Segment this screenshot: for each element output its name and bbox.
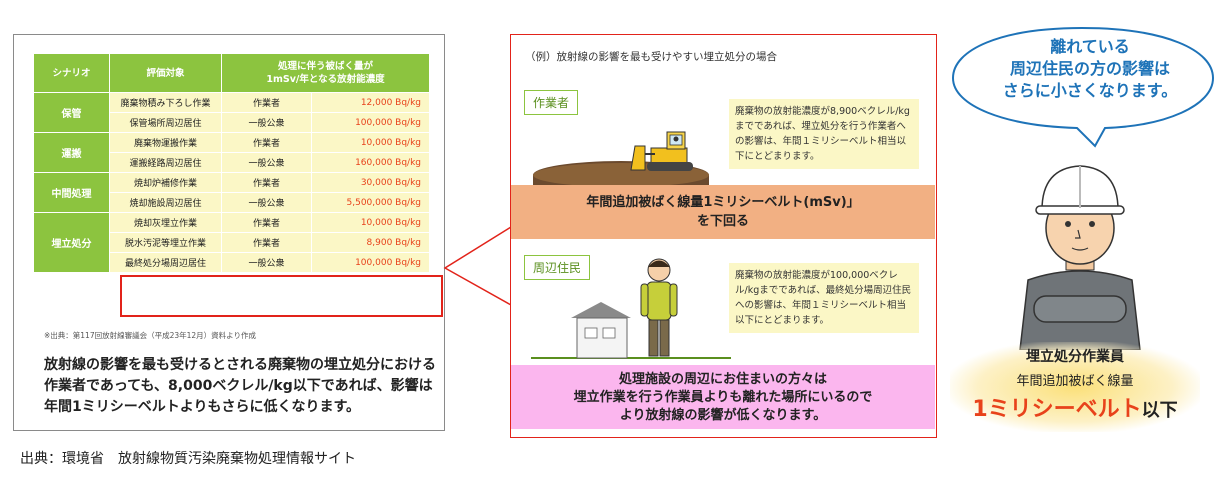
- kind-cell: 作業者: [221, 212, 312, 233]
- target-cell: 廃棄物運搬作業: [109, 132, 222, 153]
- callout-connector: [443, 226, 512, 306]
- table-row: 脱水汚泥等埋立作業 作業者 8,900 Bq/kg: [34, 232, 431, 253]
- target-cell: 脱水汚泥等埋立作業: [109, 232, 222, 253]
- table-row: 埋立処分 焼却灰埋立作業 作業者 10,000 Bq/kg: [33, 212, 431, 273]
- value-cell: 8,900 Bq/kg: [310, 232, 431, 253]
- caption-dose-value: 1ミリシーベルト: [972, 397, 1142, 422]
- footer-source: 出典：環境省 放射線物質汚染廃棄物処理情報サイト: [20, 451, 356, 467]
- table-row: 運搬 廃棄物運搬作業 作業者 10,000 Bq/kg: [33, 132, 431, 173]
- kind-cell: 一般公衆: [221, 152, 312, 173]
- resident-note: 廃棄物の放射能濃度が100,000ベクレル/kgまでであれば、最終処分場周辺住民…: [729, 263, 919, 333]
- target-cell: 焼却炉補修作業: [109, 172, 222, 193]
- target-cell: 保管場所周辺居住: [109, 112, 222, 133]
- worker-note: 廃棄物の放射能濃度が8,900ベクレル/kgまでであれば、埋立処分を行う作業者へ…: [729, 99, 919, 169]
- target-cell: 運搬経路周辺居住: [109, 152, 222, 173]
- value-cell: 10,000 Bq/kg: [310, 132, 431, 153]
- value-cell: 100,000 Bq/kg: [310, 252, 431, 273]
- left-panel: シナリオ 評価対象 処理に伴う被ばく量が 1mSv/年となる放射能濃度 保管 廃…: [13, 34, 445, 431]
- value-cell: 5,500,000 Bq/kg: [310, 192, 431, 213]
- dose-banner-line2: を下回る: [696, 214, 749, 229]
- target-cell: 最終処分場周辺居住: [109, 252, 222, 273]
- header-target: 評価対象: [109, 53, 222, 93]
- caption-dose-suffix: 以下: [1141, 400, 1178, 421]
- resident-tag: 周辺住民: [524, 255, 591, 280]
- landfill-bulldozer-illustration: [533, 131, 709, 190]
- scenario-table: シナリオ 評価対象 処理に伴う被ばく量が 1mSv/年となる放射能濃度 保管 廃…: [33, 53, 431, 273]
- caption-subtitle: 年間追加被ばく線量: [1016, 374, 1134, 389]
- residents-banner-line1: 処理施設の周辺にお住まいの方々は: [618, 372, 827, 387]
- value-cell: 100,000 Bq/kg: [310, 112, 431, 133]
- caption-title: 埋立処分作業員: [1026, 349, 1124, 365]
- speech-line2: 周辺住民の方の影響は: [1009, 59, 1170, 78]
- summary-text: 放射線の影響を最も受けるとされる廃棄物の埋立処分における作業者であっても、8,0…: [44, 357, 436, 415]
- residents-banner-line2: 埋立作業を行う作業員よりも離れた場所にいるので: [573, 390, 873, 405]
- dose-banner-line1: 年間追加被ばく線量1ミリシーベルト(mSv)」: [586, 195, 860, 210]
- source-note: ※出典：第117回放射線審議会（平成23年12月）資料より作成: [44, 331, 257, 340]
- value-cell: 10,000 Bq/kg: [310, 212, 431, 233]
- speech-line1: 離れている: [1050, 37, 1130, 56]
- target-cell: 焼却灰埋立作業: [109, 212, 222, 233]
- speech-bubble: [951, 26, 1215, 148]
- table-row: 最終処分場周辺居住 一般公衆 100,000 Bq/kg: [34, 252, 431, 273]
- worker-illustration: [1019, 165, 1141, 350]
- kind-cell: 作業者: [221, 92, 312, 113]
- value-cell: 30,000 Bq/kg: [310, 172, 431, 193]
- header-concentration-text: 処理に伴う被ばく量が 1mSv/年となる放射能濃度: [266, 61, 385, 85]
- example-panel: （例）放射線の影響を最も受けやすい埋立処分の場合 作業者 廃棄物の放射能濃度が8…: [510, 34, 937, 438]
- table-row: 保管 廃棄物積み下ろし作業 作業者 12,000 Bq/kg: [33, 92, 431, 133]
- resident-house-illustration: [531, 258, 731, 359]
- table-row: 中間処理 焼却炉補修作業 作業者 30,000 Bq/kg: [33, 172, 431, 213]
- scenario-cell: 中間処理: [33, 172, 110, 213]
- highlight-box: [120, 275, 443, 317]
- caption-dose: 1ミリシーベルト以下: [950, 391, 1200, 423]
- scenario-cell: 保管: [33, 92, 110, 133]
- kind-cell: 作業者: [221, 132, 312, 153]
- header-concentration: 処理に伴う被ばく量が 1mSv/年となる放射能濃度: [220, 53, 431, 93]
- dose-banner: 年間追加被ばく線量1ミリシーベルト(mSv)」 を下回る: [511, 185, 935, 239]
- target-cell: 廃棄物積み下ろし作業: [109, 92, 222, 113]
- kind-cell: 一般公衆: [221, 192, 312, 213]
- scenario-cell: 運搬: [33, 132, 110, 173]
- value-cell: 160,000 Bq/kg: [310, 152, 431, 173]
- table-row: 焼却施設周辺居住 一般公衆 5,500,000 Bq/kg: [34, 192, 431, 213]
- residents-banner: 処理施設の周辺にお住まいの方々は 埋立作業を行う作業員よりも離れた場所にいるので…: [511, 365, 935, 429]
- kind-cell: 作業者: [221, 172, 312, 193]
- worker-caption: 埋立処分作業員 年間追加被ばく線量 1ミリシーベルト以下: [950, 342, 1200, 432]
- kind-cell: 一般公衆: [221, 112, 312, 133]
- residents-banner-line3: より放射線の影響が低くなります。: [619, 408, 827, 423]
- speech-line3: さらに小さくなります。: [1002, 81, 1178, 100]
- kind-cell: 一般公衆: [221, 252, 312, 273]
- target-cell: 焼却施設周辺居住: [109, 192, 222, 213]
- kind-cell: 作業者: [221, 232, 312, 253]
- table-header-row: シナリオ 評価対象 処理に伴う被ばく量が 1mSv/年となる放射能濃度: [33, 53, 431, 93]
- speech-text: 離れている 周辺住民の方の影響は さらに小さくなります。: [975, 36, 1205, 102]
- worker-tag: 作業者: [524, 90, 579, 115]
- header-scenario: シナリオ: [33, 53, 110, 93]
- scenario-cell: 埋立処分: [33, 212, 110, 273]
- value-cell: 12,000 Bq/kg: [310, 92, 431, 113]
- example-title: （例）放射線の影響を最も受けやすい埋立処分の場合: [525, 51, 777, 63]
